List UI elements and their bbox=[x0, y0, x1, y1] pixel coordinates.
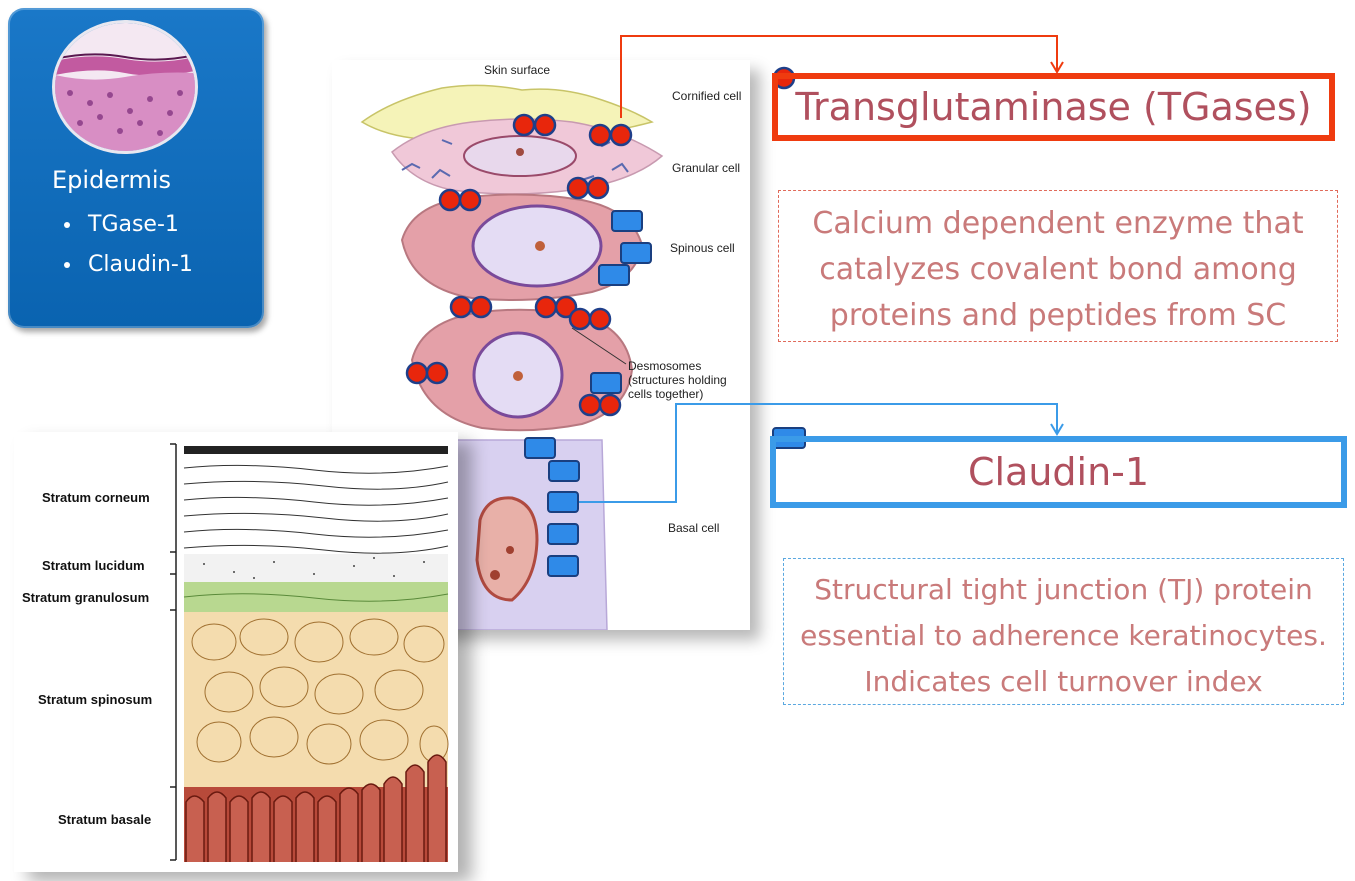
label-granular-cell: Granular cell bbox=[672, 161, 740, 175]
card-item-label: TGase-1 bbox=[88, 212, 179, 237]
tgase-marker-icon bbox=[469, 295, 493, 319]
claudin-title: Claudin-1 bbox=[967, 450, 1150, 494]
tgase-title: Transglutaminase (TGases) bbox=[795, 85, 1312, 129]
arrow-down-icon bbox=[1050, 61, 1064, 74]
label-cornified-cell: Cornified cell bbox=[672, 89, 741, 103]
claudin-connector-line bbox=[578, 403, 1058, 503]
tgase-marker-icon bbox=[458, 188, 482, 212]
claudin-marker-icon bbox=[611, 210, 643, 232]
label-basal-cell: Basal cell bbox=[668, 521, 719, 535]
tgase-marker-group bbox=[405, 66, 796, 417]
claudin-marker-group bbox=[524, 210, 806, 577]
claudin-marker-icon bbox=[524, 437, 556, 459]
claudin-title-box: Claudin-1 bbox=[770, 436, 1347, 508]
tgase-marker-icon bbox=[578, 393, 602, 417]
tgase-marker-icon bbox=[588, 123, 612, 147]
label-desmosomes-line2: (structures holding bbox=[628, 373, 727, 387]
tgase-title-box: Transglutaminase (TGases) bbox=[772, 73, 1335, 141]
bullet-icon bbox=[64, 262, 70, 268]
tgase-marker-icon bbox=[598, 393, 622, 417]
claudin-marker-icon bbox=[590, 372, 622, 394]
tgase-desc-line: Calcium dependent enzyme that bbox=[812, 206, 1304, 241]
card-title: Epidermis bbox=[52, 166, 172, 194]
tgase-marker-icon bbox=[566, 176, 590, 200]
tgase-marker-icon bbox=[425, 361, 449, 385]
card-list-item: TGase-1 bbox=[64, 212, 179, 237]
claudin-marker-icon bbox=[598, 264, 630, 286]
epidermis-layers-diagram: Stratum corneum Stratum lucidum Stratum … bbox=[14, 432, 458, 872]
label-stratum-spinosum: Stratum spinosum bbox=[38, 692, 152, 707]
claudin-marker-icon bbox=[620, 242, 652, 264]
tgase-desc-line: catalyzes covalent bond among bbox=[819, 252, 1297, 287]
epidermis-micrograph-image bbox=[52, 20, 198, 154]
tgase-marker-icon bbox=[588, 307, 612, 331]
tgase-description-box: Calcium dependent enzyme that catalyzes … bbox=[778, 190, 1338, 342]
claudin-marker-icon bbox=[548, 460, 580, 482]
arrow-down-icon bbox=[1050, 423, 1064, 436]
tgase-marker-icon bbox=[609, 123, 633, 147]
card-list-item: Claudin-1 bbox=[64, 252, 193, 277]
tgase-marker-icon bbox=[405, 361, 429, 385]
label-skin-surface: Skin surface bbox=[484, 63, 550, 77]
tgase-marker-icon bbox=[449, 295, 473, 319]
tgase-marker-icon bbox=[586, 176, 610, 200]
claudin-marker-icon bbox=[547, 491, 579, 513]
label-spinous-cell: Spinous cell bbox=[670, 241, 735, 255]
tgase-desc-line: proteins and peptides from SC bbox=[829, 298, 1287, 333]
tgase-marker-icon bbox=[533, 113, 557, 137]
claudin-marker-icon bbox=[547, 555, 579, 577]
tgase-connector-line bbox=[620, 35, 1058, 118]
claudin-desc-line: Indicates cell turnover index bbox=[864, 665, 1263, 698]
label-desmosomes: Desmosomes bbox=[628, 359, 701, 373]
tgase-marker-icon bbox=[568, 307, 592, 331]
label-stratum-granulosum: Stratum granulosum bbox=[22, 590, 149, 605]
label-stratum-lucidum: Stratum lucidum bbox=[42, 558, 145, 573]
tgase-marker-icon bbox=[554, 295, 578, 319]
tgase-marker-icon bbox=[438, 188, 462, 212]
card-item-label: Claudin-1 bbox=[88, 252, 193, 277]
tgase-marker-icon bbox=[512, 113, 536, 137]
claudin-marker-icon bbox=[547, 523, 579, 545]
keratinocyte-cell-diagram: Skin surface Cornified cell Granular cel… bbox=[332, 60, 750, 631]
tgase-marker-icon bbox=[534, 295, 558, 319]
claudin-desc-line: essential to adherence keratinocytes. bbox=[800, 619, 1327, 652]
bullet-icon bbox=[64, 222, 70, 228]
claudin-desc-line: Structural tight junction (TJ) protein bbox=[814, 573, 1313, 606]
claudin-description-box: Structural tight junction (TJ) protein e… bbox=[783, 558, 1344, 705]
label-stratum-basale: Stratum basale bbox=[58, 812, 151, 827]
label-desmosomes-line3: cells together) bbox=[628, 387, 703, 401]
label-stratum-corneum: Stratum corneum bbox=[42, 490, 150, 505]
